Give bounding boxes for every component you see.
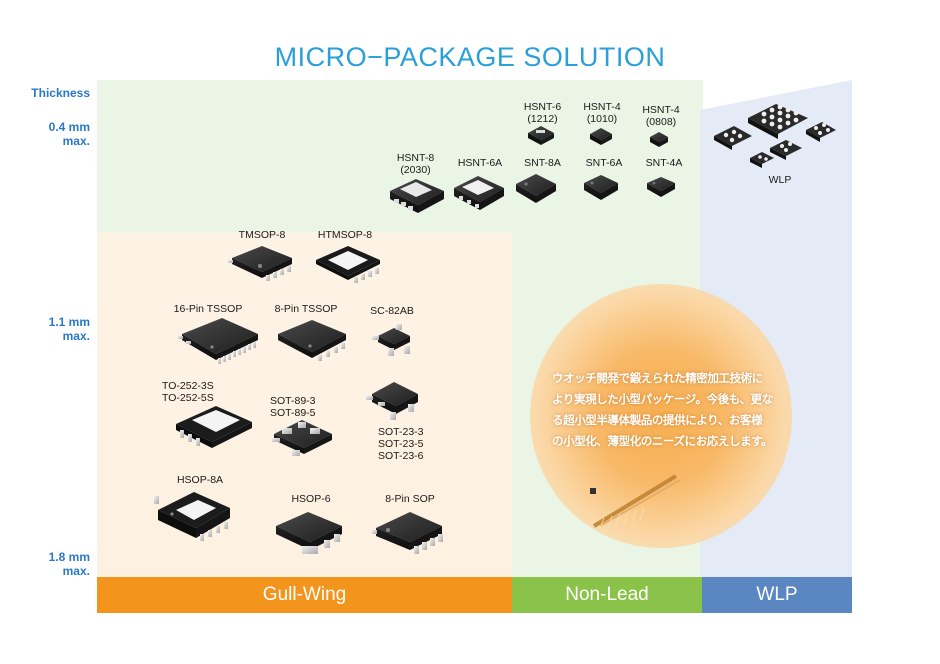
description-text: ウオッチ開発で鍛えられた精密加工技術に より実現した小型パッケージ。今後も、更な… [552, 371, 773, 448]
package-label-sc-82ab: SC-82AB [370, 305, 414, 317]
thickness-header: Thickness [31, 86, 90, 100]
package-label-16-pin-tssop: 16-Pin TSSOP [173, 303, 243, 315]
8-pin-sop-chip [372, 512, 443, 554]
8-pin-tssop-chip [278, 320, 346, 361]
htmsop-8-chip [316, 246, 380, 283]
thickness-unit: max. [62, 329, 90, 343]
sot-89-chip [272, 420, 332, 456]
hsop-6-chip [276, 512, 342, 554]
hsnt-8-chip [390, 179, 444, 213]
package-label-hsnt-6: HSNT-6 (1212) [523, 101, 562, 125]
package-label-sot-89: SOT-89-3 SOT-89-5 [270, 395, 316, 419]
package-label-hsop-8a: HSOP-8A [176, 474, 224, 486]
category-non-lead: Non-Lead [512, 577, 702, 613]
thickness-value: 0.4 mm [48, 120, 90, 134]
package-label-hsnt-6a: HSNT-6A [457, 157, 503, 169]
thickness-level-1-8: 1.8 mm max. [0, 550, 90, 578]
package-label-to-252: TO-252-3S TO-252-5S [162, 380, 214, 404]
hsnt-4-1010-chip [590, 128, 612, 145]
package-label-htmsop-8: HTMSOP-8 [317, 229, 373, 241]
sc-82ab-chip [372, 324, 410, 356]
thickness-value: 1.8 mm [48, 550, 90, 564]
thickness-unit: max. [62, 564, 90, 578]
tmsop-8-chip [228, 246, 292, 281]
to-252-chip [176, 406, 252, 448]
hsnt-4-0808-chip [650, 132, 668, 147]
package-label-hsop-6: HSOP-6 [291, 493, 331, 505]
thickness-level-0-4: 0.4 mm max. [0, 120, 90, 148]
sot-23-chip [366, 382, 418, 420]
thickness-value: 1.1 mm [48, 315, 90, 329]
hsnt-6a-chip [454, 176, 504, 210]
thickness-level-1-1: 1.1 mm max. [0, 315, 90, 343]
16-pin-tssop-chip [178, 318, 258, 364]
category-wlp: WLP [702, 577, 852, 613]
page-title: MICRO−PACKAGE SOLUTION [274, 42, 666, 72]
wlp-chips [714, 104, 836, 168]
package-label-snt-8a: SNT-8A [524, 157, 561, 169]
thickness-unit: max. [62, 134, 90, 148]
tweezers-illustration [590, 474, 681, 529]
package-label-8-pin-sop: 8-Pin SOP [385, 493, 435, 505]
package-label-wlp: WLP [768, 174, 792, 186]
snt-4a-chip [647, 177, 675, 197]
highlight-glow [530, 284, 792, 548]
hsnt-6-chip [528, 126, 554, 145]
hsop-8a-chip [154, 492, 230, 541]
package-label-snt-4a: SNT-4A [645, 157, 683, 169]
snt-8a-chip [516, 174, 556, 203]
package-label-hsnt-8: HSNT-8 (2030) [396, 152, 435, 176]
package-label-hsnt-4-1010: HSNT-4 (1010) [583, 101, 621, 125]
snt-6a-chip [584, 175, 618, 200]
package-label-snt-6a: SNT-6A [585, 157, 623, 169]
category-gull-wing: Gull-Wing [97, 577, 512, 613]
package-label-tmsop-8: TMSOP-8 [238, 229, 286, 241]
package-label-8-pin-tssop: 8-Pin TSSOP [274, 303, 338, 315]
package-label-sot-23: SOT-23-3 SOT-23-5 SOT-23-6 [378, 426, 424, 462]
package-label-hsnt-4-0808: HSNT-4 (0808) [642, 104, 680, 128]
